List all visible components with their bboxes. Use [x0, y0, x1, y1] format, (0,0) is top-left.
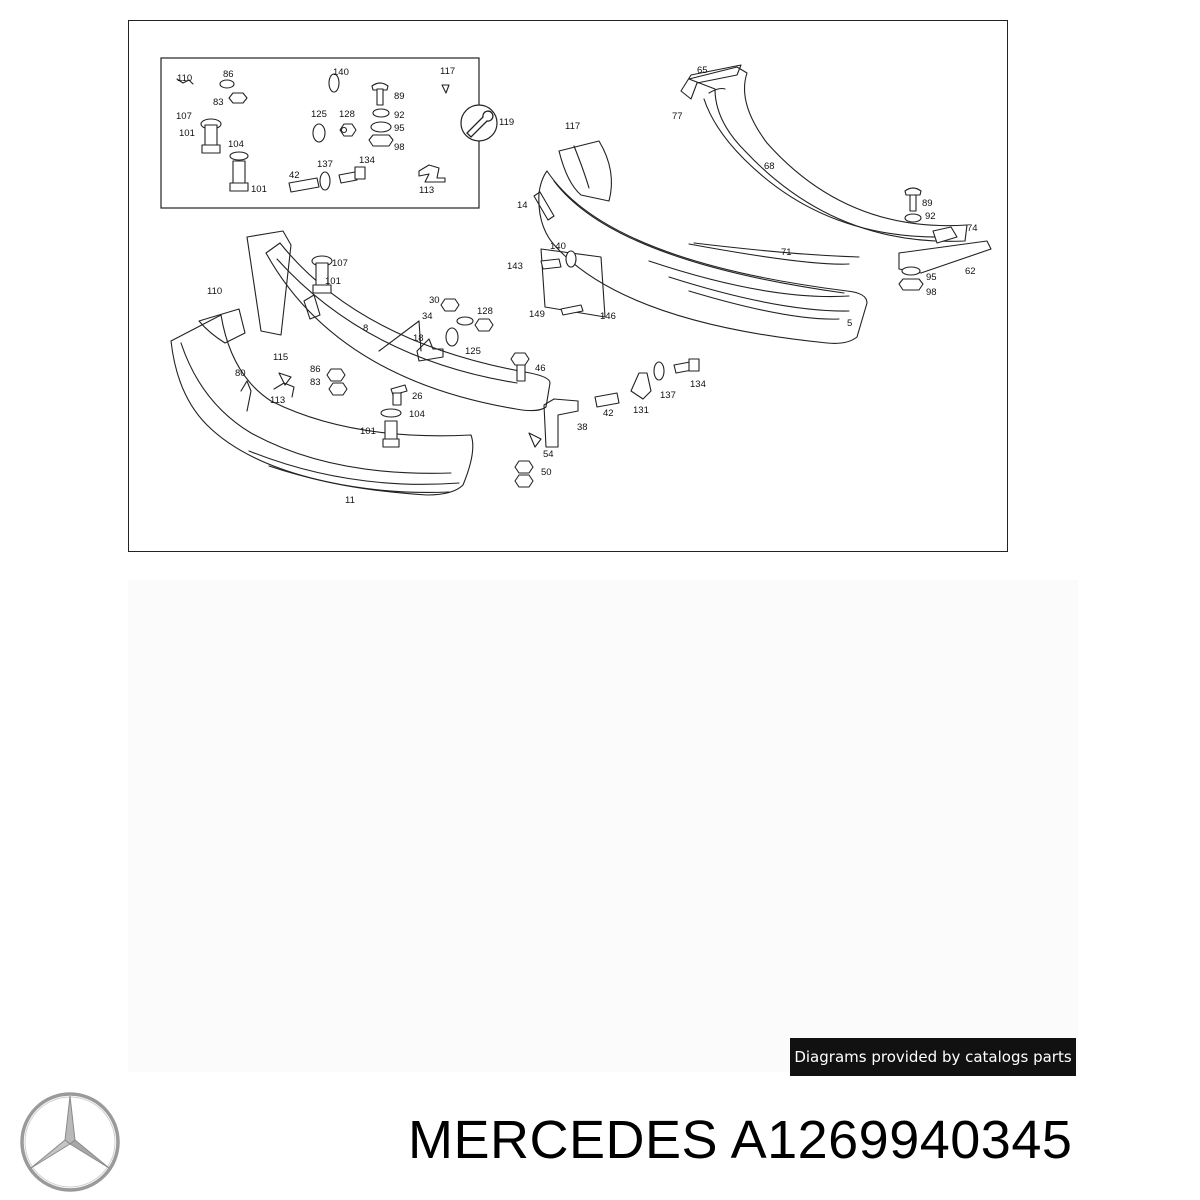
bumper-exploded-view: 110 86 83 107 101 104 101 140 125 128 13… [160, 57, 992, 506]
label-83b: 83 [310, 377, 321, 388]
label-89a: 89 [394, 91, 405, 102]
side-bracket-part-62 [898, 226, 992, 274]
label-89b: 89 [922, 198, 933, 209]
label-71: 71 [781, 247, 792, 258]
label-42b: 42 [603, 408, 614, 419]
mount-bracket-part-146 [540, 248, 606, 318]
label-92a: 92 [394, 110, 405, 121]
label-146: 146 [600, 311, 616, 322]
label-50: 50 [541, 467, 552, 478]
front-bumper-part-5 [533, 140, 868, 344]
label-62: 62 [965, 266, 976, 277]
label-131: 131 [633, 405, 649, 416]
label-95b: 95 [926, 272, 937, 283]
label-115: 115 [273, 352, 288, 363]
label-14: 14 [517, 200, 528, 211]
label-140a: 140 [333, 67, 349, 78]
inset-hardware [176, 73, 450, 193]
label-77: 77 [672, 111, 683, 122]
label-125b: 125 [465, 346, 481, 357]
label-11: 11 [345, 495, 355, 506]
label-125a: 125 [311, 109, 327, 120]
label-128b: 128 [477, 306, 493, 317]
label-65: 65 [697, 65, 708, 76]
label-101d: 101 [360, 426, 376, 437]
label-134a: 134 [359, 155, 375, 166]
label-86b: 86 [310, 364, 321, 375]
label-113b: 113 [270, 395, 285, 406]
wrench-icon [460, 104, 498, 142]
label-26: 26 [412, 391, 423, 402]
bracket-part-65 [680, 64, 742, 100]
label-140b: 140 [550, 241, 566, 252]
product-title: MERCEDES A1269940345 [408, 1110, 1073, 1170]
label-137b: 137 [660, 390, 676, 401]
blank-preview-area [128, 580, 1078, 1072]
label-101c: 101 [325, 276, 341, 287]
lower-bumper-part-11 [170, 230, 474, 496]
label-110a: 110 [177, 73, 192, 84]
label-38: 38 [577, 422, 588, 433]
label-5: 5 [847, 318, 852, 329]
mercedes-star-icon [18, 1090, 122, 1199]
label-68: 68 [764, 161, 775, 172]
label-134b: 134 [690, 379, 706, 390]
label-117b: 117 [565, 121, 580, 132]
label-8: 8 [363, 323, 368, 334]
label-101a: 101 [179, 128, 195, 139]
center-hardware [240, 255, 530, 448]
label-92b: 92 [925, 211, 936, 222]
label-113a: 113 [419, 185, 434, 196]
label-117a: 117 [440, 66, 455, 77]
label-107b: 107 [332, 258, 348, 269]
label-119: 119 [499, 117, 514, 128]
label-80: 80 [235, 368, 246, 379]
label-54: 54 [543, 449, 554, 460]
upper-trim-part-68 [688, 66, 968, 242]
bumper-carrier-part-8 [265, 242, 551, 412]
label-74: 74 [967, 223, 978, 234]
label-104a: 104 [228, 139, 244, 150]
parts-diagram: 110 86 83 107 101 104 101 140 125 128 13… [128, 20, 1008, 552]
part-number-labels: 110 86 83 107 101 104 101 140 125 128 13… [176, 65, 978, 506]
side-bracket-part-38 [514, 358, 700, 488]
label-128a: 128 [339, 109, 355, 120]
label-107a: 107 [176, 111, 192, 122]
label-101b: 101 [251, 184, 267, 195]
label-46: 46 [535, 363, 546, 374]
label-30: 30 [429, 295, 440, 306]
label-42a: 42 [289, 170, 300, 181]
label-98b: 98 [926, 287, 937, 298]
label-86a: 86 [223, 69, 234, 80]
label-83a: 83 [213, 97, 224, 108]
label-98a: 98 [394, 142, 405, 153]
label-137a: 137 [317, 159, 333, 170]
label-110b: 110 [207, 286, 222, 297]
label-149: 149 [529, 309, 545, 320]
credit-badge: Diagrams provided by catalogs parts [790, 1038, 1076, 1076]
label-143: 143 [507, 261, 523, 272]
label-95a: 95 [394, 123, 405, 134]
label-104b: 104 [409, 409, 425, 420]
label-34: 34 [422, 311, 433, 322]
label-18: 18 [413, 333, 424, 344]
grille-trim-part-71 [693, 242, 860, 258]
right-fasteners [898, 187, 924, 291]
